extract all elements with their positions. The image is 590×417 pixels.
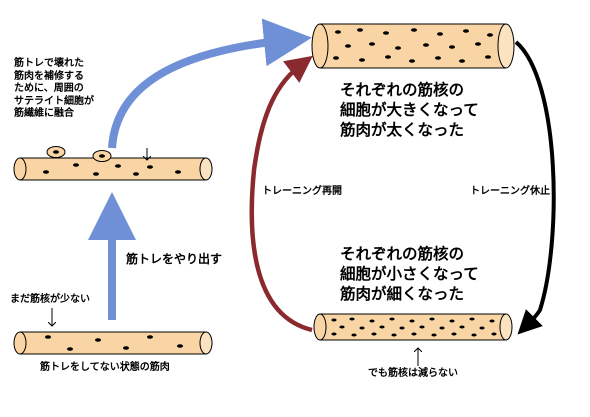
caption-line: 筋肉が細くなった [340,285,465,304]
caption-line: 筋肉が太くなった [340,121,465,140]
large-fiber-caption: それぞれの筋核の 細胞が大きくなって 筋肉が太くなった [340,80,479,140]
fusion-note-line: 筋肉を補修する [14,70,84,82]
nuclei-not-reduced-label: でも筋核は減らない [368,368,458,379]
black-curved-arrow [514,40,556,335]
start-training-label: 筋トレをやり出す [126,252,223,266]
restart-training-label: トレーニング再開 [262,186,342,197]
blue-curved-arrow [108,18,312,149]
fusion-note: 筋トレで壊れた 筋肉を補修する ために、周囲の サテライト細胞が 筋繊維に融合 [14,58,94,121]
small-muscle-fiber [313,313,513,341]
small-fiber-caption: それぞれの筋核の 細胞が小さくなって 筋肉が細くなった [340,244,479,304]
fusion-note-line: 筋繊維に融合 [14,108,74,119]
fusion-note-line: サテライト細胞が [14,95,94,107]
large-muscle-fiber [311,23,515,69]
fusing-muscle-fiber [13,146,213,181]
fusion-note-line: ために、周囲の [14,83,84,94]
caption-line: 細胞が小さくなって [340,265,479,284]
untrained-muscle-label: 筋トレをしてない状態の筋肉 [40,362,170,373]
nuclei [333,28,493,63]
caption-line: それぞれの筋核の [340,81,465,99]
caption-line: それぞれの筋核の [340,245,465,263]
few-nuclei-label: まだ筋核が少ない [10,294,90,305]
untrained-muscle-fiber [13,331,213,355]
red-curved-arrow [249,55,313,333]
nuclei [331,317,497,337]
fusion-note-line: 筋トレで壊れた [14,58,84,69]
nuclei [43,163,181,176]
nuclei [45,335,183,351]
satellite-cells [46,146,112,162]
stop-training-label: トレーニング休止 [470,186,550,197]
caption-line: 細胞が大きくなって [340,101,479,120]
